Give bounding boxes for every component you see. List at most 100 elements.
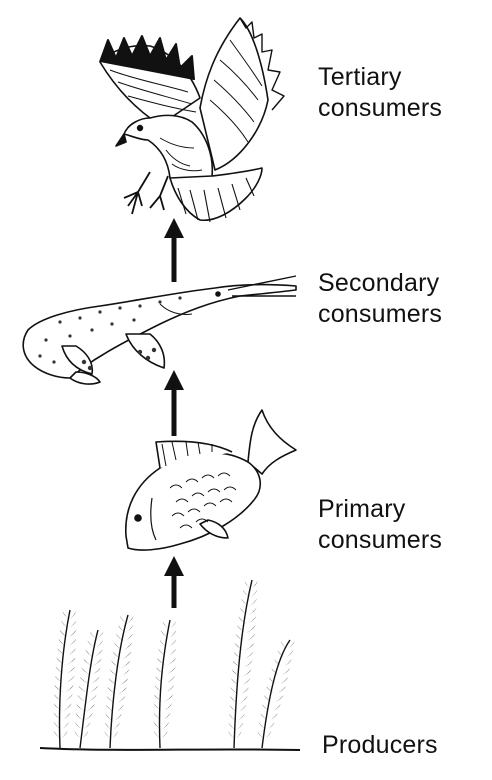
leaf (89, 676, 100, 685)
label-tertiary-consumers: Tertiary consumers (318, 63, 443, 122)
leaf (269, 713, 278, 721)
leaf (68, 620, 77, 629)
leaf (240, 678, 251, 687)
leaf (153, 721, 162, 730)
leaf (68, 629, 77, 638)
leaf (55, 666, 66, 675)
leaf (276, 686, 286, 694)
leaf (153, 712, 163, 721)
leaf (63, 694, 73, 702)
leaf (91, 667, 101, 676)
leaf (167, 639, 177, 648)
leaf (64, 675, 75, 684)
leaf (230, 686, 240, 695)
leaf (234, 731, 242, 740)
leaf (53, 703, 63, 712)
leaf (67, 638, 77, 647)
label-primary-consumers: Primary consumers (318, 495, 443, 554)
leaf (231, 669, 242, 678)
leaf (54, 684, 64, 693)
leaf (110, 660, 121, 669)
leaf (116, 695, 126, 704)
leaf (271, 704, 281, 712)
leaf (162, 712, 171, 721)
leaf (119, 669, 130, 678)
leaf (84, 712, 93, 721)
leaf (62, 712, 71, 721)
leaf (233, 651, 244, 660)
leaf (242, 660, 253, 669)
leaf (156, 657, 167, 666)
leaf (112, 722, 121, 731)
label-secondary-consumers: Secondary consumers (318, 269, 443, 328)
leaf (168, 630, 177, 639)
leaf (74, 730, 82, 739)
leaf (160, 730, 168, 739)
leaf (95, 640, 104, 649)
label-producers: Producers (322, 731, 438, 759)
leaf (153, 703, 163, 712)
leaf (93, 649, 103, 658)
leaf (109, 669, 120, 678)
leaf (273, 695, 284, 703)
leaf (238, 695, 248, 704)
leaf (123, 642, 133, 651)
leaf (166, 657, 177, 666)
aquatic-plants-icon (39, 579, 301, 751)
leaf (153, 694, 164, 703)
leaf (266, 722, 275, 730)
carp-fish-icon (125, 409, 297, 551)
leaf (105, 704, 115, 713)
leaf (53, 721, 62, 730)
leaf (260, 713, 269, 721)
leaf (154, 685, 165, 694)
leaf (114, 704, 124, 713)
leaf (247, 616, 257, 625)
leaf (165, 676, 175, 684)
leaf (239, 607, 249, 616)
leaf (236, 625, 247, 634)
leaf (66, 657, 76, 666)
leaf (238, 616, 248, 625)
leaf (285, 650, 294, 658)
gar-fish-icon (22, 275, 297, 385)
leaf (250, 589, 258, 598)
leaf (241, 669, 252, 678)
leaf (56, 657, 66, 666)
leaf (169, 621, 177, 630)
leaf (162, 703, 172, 712)
leaf (66, 648, 77, 656)
leaf (245, 633, 256, 642)
leaf (65, 666, 76, 675)
leaf (283, 659, 292, 667)
leaf (236, 713, 245, 722)
leaf (112, 651, 122, 660)
leaf (60, 730, 68, 739)
leaf (82, 721, 91, 730)
leaf (280, 668, 291, 676)
leaf (53, 694, 64, 702)
leaf (163, 694, 174, 703)
leaf (264, 731, 272, 739)
leaf (121, 651, 132, 660)
leaf (239, 686, 250, 695)
leaf (229, 695, 239, 704)
leaf (261, 704, 272, 712)
leaf (69, 611, 77, 620)
leaf (244, 642, 255, 651)
leaf (113, 713, 122, 722)
leaf (235, 633, 246, 642)
gar-spots (38, 296, 182, 371)
leaf (124, 633, 133, 642)
leaf (64, 684, 74, 693)
leaf (278, 677, 289, 685)
leaf (125, 624, 134, 633)
leaf (155, 676, 165, 684)
leaf (57, 648, 67, 656)
leaf (118, 677, 129, 686)
leaf (58, 638, 68, 647)
leaf (85, 703, 95, 712)
leaf (62, 703, 72, 712)
leaf (120, 660, 131, 669)
leaf (246, 625, 256, 634)
